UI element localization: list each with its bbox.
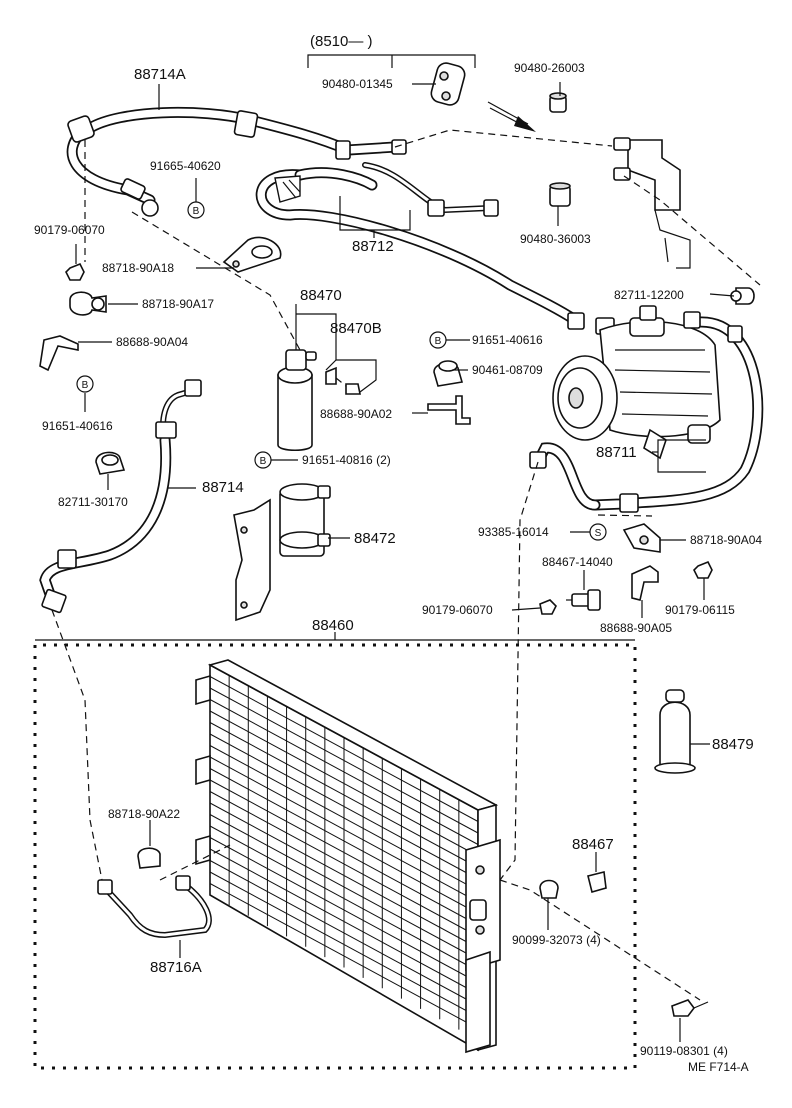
label-88716A: 88716A — [150, 959, 202, 976]
label-91651-40616-b: 91651-40616 — [472, 333, 543, 347]
compressor — [552, 305, 721, 460]
label-90119-08301: 90119-08301 (4) — [640, 1044, 728, 1058]
label-90099-32073: 90099-32073 (4) — [512, 933, 601, 947]
label-90461-08709: 90461-08709 — [472, 363, 543, 377]
bolt-90179-06070-b — [539, 599, 557, 615]
label-90480-36003: 90480-36003 — [520, 232, 591, 246]
label-88718-90A18: 88718-90A18 — [102, 261, 174, 275]
label-88470B: 88470B — [330, 320, 382, 337]
label-91651-40616-a: 91651-40616 — [42, 419, 113, 433]
label-88712: 88712 — [352, 238, 394, 255]
bracket-88718-90A04 — [622, 523, 661, 553]
hose-88711 — [529, 311, 764, 513]
label-88718-90A17: 88718-90A17 — [142, 297, 214, 311]
label-88467-14040: 88467-14040 — [542, 555, 613, 569]
label-82711-30170: 82711-30170 — [58, 495, 128, 509]
hose-88714A — [66, 106, 407, 217]
part-labels: (8510— ) 88714A 90480-01345 90480-26003 … — [34, 33, 762, 1074]
switch-88467-14040 — [566, 589, 601, 611]
label-93385-16014: 93385-16014 — [478, 525, 549, 539]
label-90480-26003: 90480-26003 — [514, 61, 585, 75]
label-88718-90A04: 88718-90A04 — [690, 533, 762, 547]
bolt-90119-08301 — [671, 999, 709, 1017]
circle-marker-b-1: B — [193, 206, 200, 217]
hose-88712 — [255, 162, 615, 335]
dashed-connections — [51, 129, 761, 1001]
label-88688-90A02: 88688-90A02 — [320, 407, 392, 421]
clamp-88718-90A17 — [69, 291, 107, 316]
circle-marker-b-2: B — [82, 380, 89, 391]
clamp-88718-90A22 — [137, 847, 161, 869]
clamp-82711-30170 — [95, 451, 126, 475]
label-91665-40620: 91665-40620 — [150, 159, 221, 173]
clamp-88718-90A18 — [222, 236, 282, 273]
label-88479: 88479 — [712, 736, 754, 753]
bracket-88688-90A04 — [39, 335, 79, 372]
label-88472: 88472 — [354, 530, 396, 547]
evaporator-fitting — [613, 137, 691, 269]
bracket-88688-90A05 — [631, 565, 659, 601]
receiver-drier-88470 — [277, 349, 361, 452]
flow-arrow — [487, 101, 536, 132]
circle-markers: B B B B S — [76, 201, 607, 541]
label-91651-40816: 91651-40816 (2) — [302, 453, 391, 467]
bolt-90179-06070-a — [65, 262, 85, 281]
label-88714A: 88714A — [134, 66, 186, 83]
group-label: (8510— ) — [310, 33, 373, 50]
bolt-90179-06115 — [693, 560, 713, 579]
bracket-90461-08709 — [427, 360, 471, 425]
grommet-90480-36003 — [549, 182, 571, 207]
label-88711: 88711 — [596, 444, 637, 461]
footer-code: ME F714-A — [688, 1060, 749, 1074]
label-82711-12200: 82711-12200 — [614, 288, 684, 302]
leader-lines — [75, 82, 735, 1042]
label-88688-90A05: 88688-90A05 — [600, 621, 672, 635]
label-88714: 88714 — [202, 479, 244, 496]
bolt-90099-32073 — [539, 879, 559, 899]
label-88688-90A04: 88688-90A04 — [116, 335, 188, 349]
label-90179-06115: 90179-06115 — [665, 603, 735, 617]
oil-bottle-88479 — [654, 689, 696, 774]
condenser-88460 — [195, 659, 501, 1054]
label-90179-06070-a: 90179-06070 — [34, 223, 105, 237]
tube-88716A — [97, 875, 212, 939]
bracket-88472 — [233, 483, 331, 622]
grommet-90480-01345 — [430, 62, 466, 106]
hose-88714 — [39, 379, 202, 614]
circle-marker-s: S — [595, 528, 602, 539]
pressure-switch-88467 — [587, 871, 607, 893]
label-88718-90A22: 88718-90A22 — [108, 807, 180, 821]
label-90480-01345: 90480-01345 — [322, 77, 393, 91]
label-88470: 88470 — [300, 287, 342, 304]
label-88467: 88467 — [572, 836, 614, 853]
condenser-outline — [33, 632, 637, 1070]
label-90179-06070-b: 90179-06070 — [422, 603, 493, 617]
label-88460: 88460 — [312, 617, 354, 634]
group-bracket — [307, 54, 476, 68]
grommet-90480-26003 — [549, 92, 567, 113]
circle-marker-b-3: B — [435, 336, 442, 347]
circle-marker-b-4: B — [260, 456, 267, 467]
clamp-82711-12200 — [730, 287, 755, 305]
